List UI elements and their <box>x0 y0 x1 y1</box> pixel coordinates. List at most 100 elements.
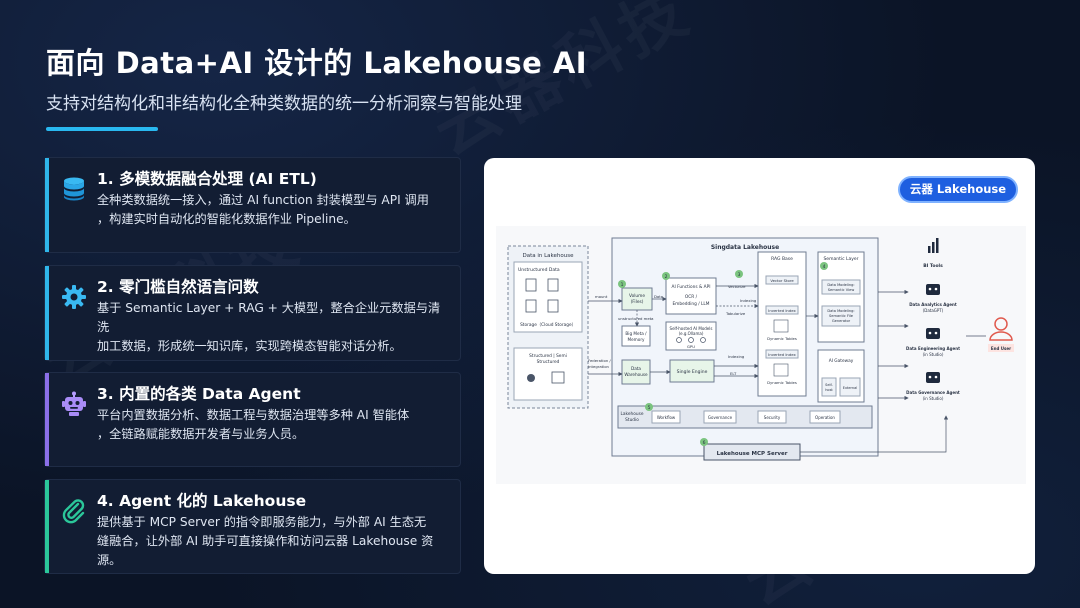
unstructured-label: Unstructured Data <box>518 267 560 273</box>
card-description: 基于 Semantic Layer + RAG + 大模型，整合企业元数据与清洗… <box>97 299 449 356</box>
governance-box <box>703 410 737 424</box>
agent-label: Data Engineering Agent <box>906 346 960 351</box>
semantic-view-label: Data Modeling: <box>827 283 854 287</box>
structured-label: Structured | Semi <box>529 353 567 359</box>
gpu-label: GPU <box>687 344 695 349</box>
lakehouse-studio-box <box>617 405 873 429</box>
card-description: 平台内置数据分析、数据工程与数据治理等多种 AI 智能体 ，全链路赋能数据开发者… <box>97 406 449 444</box>
governance-label: Governance <box>708 415 733 420</box>
inverted-index-label: Inverted Index <box>768 352 796 357</box>
agent-label: Data Analytics Agent <box>909 302 957 307</box>
ai-functions-label: OCR / <box>685 294 698 300</box>
volume-label: Volume <box>629 293 645 299</box>
card-line: 源。 <box>97 553 122 567</box>
semantic-title: Semantic Layer <box>823 256 858 262</box>
card-line: 缝融合，让外部 AI 助手可直接操作和访问云器 Lakehouse 资 <box>97 534 434 548</box>
page-subtitle: 支持对结构化和非结构化全种类数据的统一分析洞察与智能处理 <box>46 94 522 114</box>
step-badge <box>662 272 670 280</box>
agent-label: (in Studio) <box>923 396 944 401</box>
security-label: Security <box>764 415 781 420</box>
step-number: 2 <box>665 274 668 280</box>
studio-label: Studio <box>625 417 639 423</box>
lake-title: Data in Lakehouse <box>522 253 574 259</box>
self-host-box <box>821 377 837 397</box>
card-accent-bar <box>45 373 49 466</box>
storage-label: Storage（Cloud Storage） <box>520 322 576 328</box>
title-underline <box>46 127 158 131</box>
page-title: 面向 Data+AI 设计的 Lakehouse AI <box>46 46 588 80</box>
ai-functions-label: AI Functions & API <box>672 284 711 290</box>
structured-label: Structured <box>537 359 560 365</box>
operation-label: Operation <box>815 415 835 420</box>
edge-label: Data <box>654 294 663 299</box>
feature-card-nl-query: 2. 零门槛自然语言问数 基于 Semantic Layer + RAG + 大… <box>44 265 461 361</box>
edge-label: Vectorize <box>728 284 746 289</box>
card-accent-bar <box>45 158 49 252</box>
card-line: ，构建实时自动化的智能化数据作业 Pipeline。 <box>97 212 356 226</box>
dynamic-tables-label: Dynamic Tables <box>767 380 797 385</box>
agent-data-analytics: Data Analytics Agent (DataGPT) <box>909 284 957 313</box>
rag-title: RAG Base <box>771 256 793 262</box>
big-meta-label: Big Meta / <box>625 331 647 336</box>
self-host-label: host <box>825 388 833 392</box>
unstructured-box <box>513 261 583 333</box>
data-warehouse-label: Data <box>631 366 641 371</box>
step-number: 1 <box>621 282 624 288</box>
agent-label: (in Studio) <box>923 352 944 357</box>
step-badge <box>820 262 828 270</box>
workflow-label: Workflow <box>657 415 676 420</box>
inverted-index-box <box>765 305 799 315</box>
feature-card-data-agent: 3. 内置的各类 Data Agent 平台内置数据分析、数据工程与数据治理等多… <box>44 372 461 467</box>
structured-box <box>513 347 583 401</box>
feature-card-ai-etl: 1. 多模数据融合处理 (AI ETL) 全种类数据统一接入，通过 AI fun… <box>44 157 461 253</box>
step-badge <box>618 280 626 288</box>
model-icons <box>676 337 706 343</box>
table-icon <box>773 319 789 333</box>
self-hosted-label: Self-hosted AI Models <box>670 326 713 331</box>
big-meta-label: Memory <box>627 337 645 342</box>
step-badge <box>735 270 743 278</box>
database-icon <box>64 177 84 201</box>
architecture-svg: Data in Lakehouse Unstructured Data Stor… <box>507 237 1014 461</box>
agent-data-engineering: Data Engineering Agent (in Studio) <box>906 328 960 357</box>
mcp-server-label: Lakehouse MCP Server <box>717 451 788 457</box>
semantic-view-label: Semantic View <box>828 288 855 292</box>
step-number: 4 <box>823 264 826 270</box>
card-line: ，全链路赋能数据开发者与业务人员。 <box>97 427 305 441</box>
edge-label: mount <box>595 294 608 299</box>
edge-label: Integration <box>588 364 610 369</box>
end-user: End User <box>988 317 1014 352</box>
agent-data-governance: Data Governance Agent (in Studio) <box>906 372 960 401</box>
edge-label: Indexing <box>740 298 757 303</box>
external-label: External <box>843 386 858 390</box>
table-icon <box>551 371 565 384</box>
volume-label: (Files) <box>631 299 644 305</box>
step-number: 6 <box>703 440 706 446</box>
edge-label: ELT <box>730 371 737 376</box>
self-hosted-box <box>665 321 717 351</box>
lakehouse-pill-button[interactable]: 云器 Lakehouse <box>898 176 1018 203</box>
vector-store-box <box>765 275 799 285</box>
workflow-box <box>651 410 681 424</box>
card-title: 1. 多模数据融合处理 (AI ETL) <box>97 170 317 188</box>
ai-functions-box <box>665 277 717 315</box>
card-title: 3. 内置的各类 Data Agent <box>97 385 301 403</box>
step-number: 5 <box>648 405 651 411</box>
paperclip-icon <box>62 499 85 524</box>
feature-card-agent-lakehouse: 4. Agent 化的 Lakehouse 提供基于 MCP Server 的指… <box>44 479 461 574</box>
single-engine-label: Single Engine <box>677 369 708 375</box>
card-accent-bar <box>45 480 49 573</box>
card-line: 平台内置数据分析、数据工程与数据治理等多种 AI 智能体 <box>97 408 410 422</box>
card-title: 4. Agent 化的 Lakehouse <box>97 492 307 510</box>
end-user-label: End User <box>991 346 1011 351</box>
security-box <box>757 410 787 424</box>
edge-label: unstructured meta <box>618 316 654 321</box>
card-line: 提供基于 MCP Server 的指令即服务能力，与外部 AI 生态无 <box>97 515 427 529</box>
file-icons <box>525 278 559 313</box>
studio-label: Lakehouse <box>621 411 644 417</box>
semantic-file-label: Data Modeling: <box>827 309 854 313</box>
rag-base-box <box>757 251 807 397</box>
inverted-index-box <box>765 349 799 359</box>
bi-tools: BI Tools <box>923 238 943 269</box>
edge-label: Tabularize <box>725 311 746 316</box>
